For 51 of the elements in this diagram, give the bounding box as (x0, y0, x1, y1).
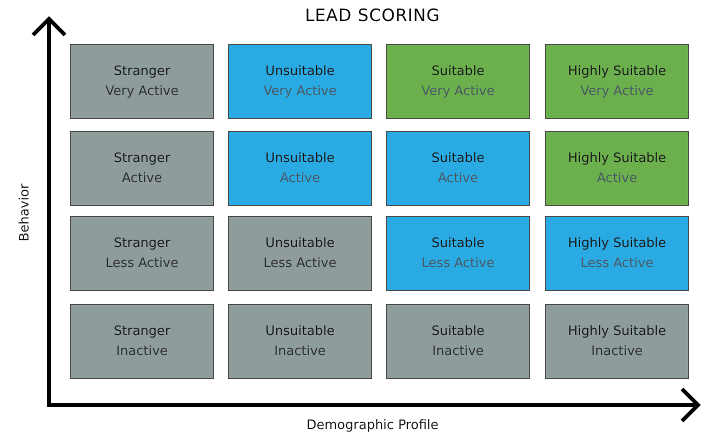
activity-label: Inactive (432, 344, 484, 359)
activity-label: Very Active (421, 84, 495, 99)
activity-label: Very Active (105, 84, 179, 99)
profile-label: Stranger (114, 151, 170, 166)
x-axis-label: Demographic Profile (306, 418, 440, 433)
profile-label: Highly Suitable (568, 64, 666, 79)
score-cell (70, 44, 214, 119)
chart-title: LEAD SCORING (304, 6, 442, 26)
profile-label: Suitable (431, 151, 485, 166)
score-cell (545, 216, 689, 291)
activity-label: Active (596, 171, 638, 186)
activity-label: Less Active (264, 256, 336, 271)
score-cell (545, 131, 689, 206)
profile-label: Highly Suitable (568, 236, 666, 251)
profile-label: Suitable (431, 236, 485, 251)
score-cell (70, 131, 214, 206)
activity-label: Inactive (116, 344, 168, 359)
activity-label: Active (122, 171, 162, 186)
profile-label: Unsuitable (265, 151, 335, 166)
profile-label: Highly Suitable (568, 151, 666, 166)
profile-label: Stranger (114, 64, 170, 79)
profile-label: Unsuitable (265, 64, 335, 79)
profile-label: Suitable (431, 324, 485, 339)
score-cell (228, 304, 372, 379)
activity-label: Less Active (422, 256, 494, 271)
score-cell (386, 44, 530, 119)
activity-label: Active (280, 171, 320, 186)
score-cell (228, 131, 372, 206)
score-cell (386, 216, 530, 291)
activity-label: Less Active (580, 256, 654, 271)
y-axis-label: Behavior (18, 182, 32, 244)
profile-label: Highly Suitable (568, 324, 666, 339)
activity-label: Very Active (263, 84, 337, 99)
score-cell (545, 304, 689, 379)
score-cell (228, 44, 372, 119)
profile-label: Stranger (114, 324, 170, 339)
profile-label: Suitable (431, 64, 485, 79)
activity-label: Very Active (580, 84, 654, 99)
activity-label: Active (438, 171, 478, 186)
score-cell (386, 131, 530, 206)
score-cell (70, 216, 214, 291)
activity-label: Inactive (591, 344, 643, 359)
score-cell (545, 44, 689, 119)
score-cell (70, 304, 214, 379)
score-cell (386, 304, 530, 379)
activity-label: Less Active (106, 256, 178, 271)
profile-label: Unsuitable (265, 324, 335, 339)
profile-label: Stranger (114, 236, 170, 251)
activity-label: Inactive (274, 344, 326, 359)
score-cell (228, 216, 372, 291)
profile-label: Unsuitable (265, 236, 335, 251)
